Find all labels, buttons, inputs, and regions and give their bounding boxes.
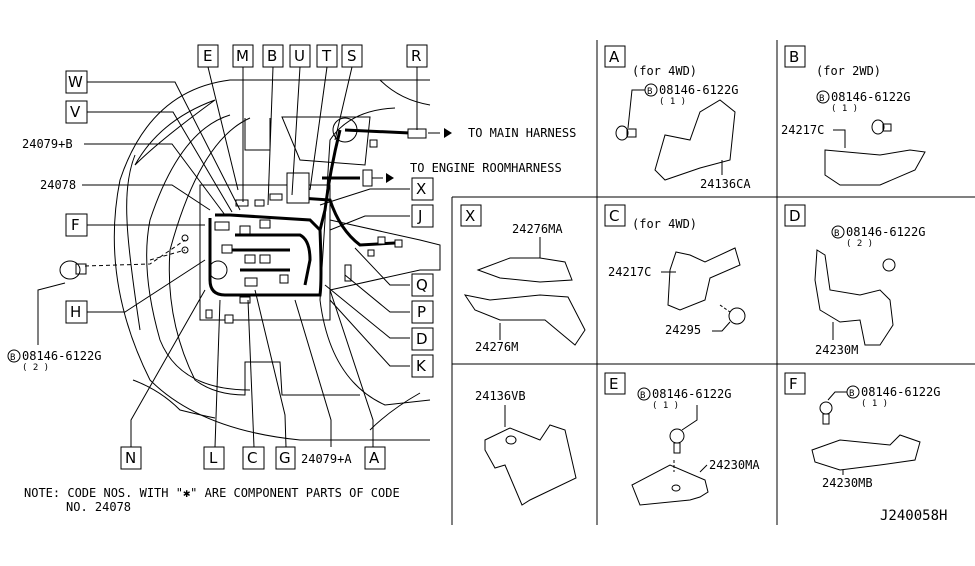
callout-d: D [416, 330, 428, 348]
part-24276m-label: 24276M [475, 340, 518, 354]
callouts-left: W V F H [65, 70, 88, 324]
panel-c-variant: (for 4WD) [632, 217, 697, 231]
panel-f-bolt-qty: ( 1 ) [861, 399, 888, 409]
part-24230mb-label: 24230MB [822, 476, 873, 490]
bolt-dash-lines [84, 234, 189, 267]
bolt-b-marker: B [10, 353, 15, 363]
vehicle-body-outline [113, 79, 441, 441]
to-main-harness-label: TO MAIN HARNESS [468, 126, 576, 140]
panel-b-bolt-code: 08146-6122G [831, 90, 910, 104]
note-line-1: NOTE: CODE NOS. WITH "✱" ARE COMPONENT P… [24, 486, 400, 500]
bolt-b-marker: B [640, 391, 645, 401]
callout-j: J [417, 207, 422, 225]
callout-l: L [209, 449, 218, 467]
panel-c-tag: C [609, 207, 619, 225]
panel-a-bolt-code: 08146-6122G [659, 83, 738, 97]
bolt-qty-main: ( 2 ) [22, 363, 49, 373]
to-engine-room-harness-label: TO ENGINE ROOMHARNESS [410, 161, 562, 175]
callout-p: P [417, 303, 426, 321]
panel-a-bolt-qty: ( 1 ) [659, 97, 686, 107]
arrow-to-engine-harness [372, 173, 394, 183]
bolt-icon [37, 260, 87, 345]
bolt-b-marker: B [849, 389, 854, 399]
panel-c: C (for 4WD) 24217C 24295 [604, 204, 746, 337]
callout-t: T [321, 47, 332, 65]
drawing-code: J240058H [880, 508, 947, 524]
part-24078-label: 24078 [40, 178, 76, 192]
callout-u: U [294, 47, 305, 65]
note-line-2: NO. 24078 [66, 500, 131, 514]
callout-a: A [369, 449, 380, 467]
panel-b-bolt-qty: ( 1 ) [831, 104, 858, 114]
part-24136vb-label: 24136VB [475, 389, 526, 403]
panel-f-tag: F [789, 375, 798, 393]
part-24295-label: 24295 [665, 323, 701, 337]
callout-v: V [70, 103, 81, 121]
callout-k: K [416, 357, 427, 375]
panel-e-bolt-code: 08146-6122G [652, 387, 731, 401]
part-24079-a-label: 24079+A [301, 452, 352, 466]
callout-e: E [203, 47, 212, 65]
panel-e: E B 08146-6122G ( 1 ) 24230MA [604, 372, 760, 506]
panel-e-tag: E [609, 375, 618, 393]
leader-lines [82, 66, 418, 448]
part-24230ma-label: 24230MA [709, 458, 760, 472]
panel-d-bolt-code: 08146-6122G [846, 225, 925, 239]
arrow-to-main-harness [428, 128, 452, 138]
bolt-callout-main: B 08146-6122G ( 2 ) [7, 349, 101, 373]
callouts-right: X J Q P D K [411, 177, 434, 378]
bolt-b-marker: B [647, 87, 652, 97]
panel-b: B (for 2WD) B 08146-6122G ( 1 ) 24217C [781, 45, 926, 186]
callout-n: N [125, 449, 136, 467]
callout-q: Q [416, 276, 428, 294]
bolt-code-main: 08146-6122G [22, 349, 101, 363]
callout-w: W [68, 73, 83, 91]
panel-e-bolt-qty: ( 1 ) [652, 401, 679, 411]
panel-x: X 24276MA 24276M [460, 204, 586, 354]
callouts-bottom: N L C G A [120, 446, 386, 470]
part-24217c-label: 24217C [781, 123, 824, 137]
panel-grid [451, 40, 975, 525]
panel-b-tag: B [789, 48, 799, 66]
part-24230m-label: 24230M [815, 343, 858, 357]
callout-m: M [236, 47, 249, 65]
panel-24136vb: 24136VB [475, 389, 577, 506]
panel-x-tag: X [465, 207, 475, 225]
part-24079-b-label: 24079+B [22, 137, 73, 151]
part-24217c-c-label: 24217C [608, 265, 651, 279]
panel-d-bolt-qty: ( 2 ) [846, 239, 873, 249]
bolt-b-marker: B [834, 229, 839, 239]
bolt-b-marker: B [819, 94, 824, 104]
callout-f: F [71, 216, 80, 234]
callout-r: R [411, 47, 421, 65]
callout-g: G [279, 449, 291, 467]
panel-f-bolt-code: 08146-6122G [861, 385, 940, 399]
panel-f: F B 08146-6122G ( 1 ) 24230MB [784, 372, 940, 490]
callout-c: C [247, 449, 257, 467]
callout-s: S [347, 47, 357, 65]
callout-x: X [416, 180, 426, 198]
part-24276ma-label: 24276MA [512, 222, 563, 236]
callout-h: H [70, 303, 81, 321]
panel-d-tag: D [789, 207, 801, 225]
panel-b-variant: (for 2WD) [816, 64, 881, 78]
panel-a-variant: (for 4WD) [632, 64, 697, 78]
panel-d: D B 08146-6122G ( 2 ) 24230M [784, 204, 925, 357]
part-24136ca-label: 24136CA [700, 177, 751, 191]
wiring-harness [199, 117, 427, 324]
callouts-top: E M B U T S R [197, 44, 428, 68]
callout-b: B [267, 47, 277, 65]
panel-a: A (for 4WD) B 08146-6122G ( 1 ) 24136CA [604, 45, 751, 191]
panel-a-tag: A [609, 48, 620, 66]
